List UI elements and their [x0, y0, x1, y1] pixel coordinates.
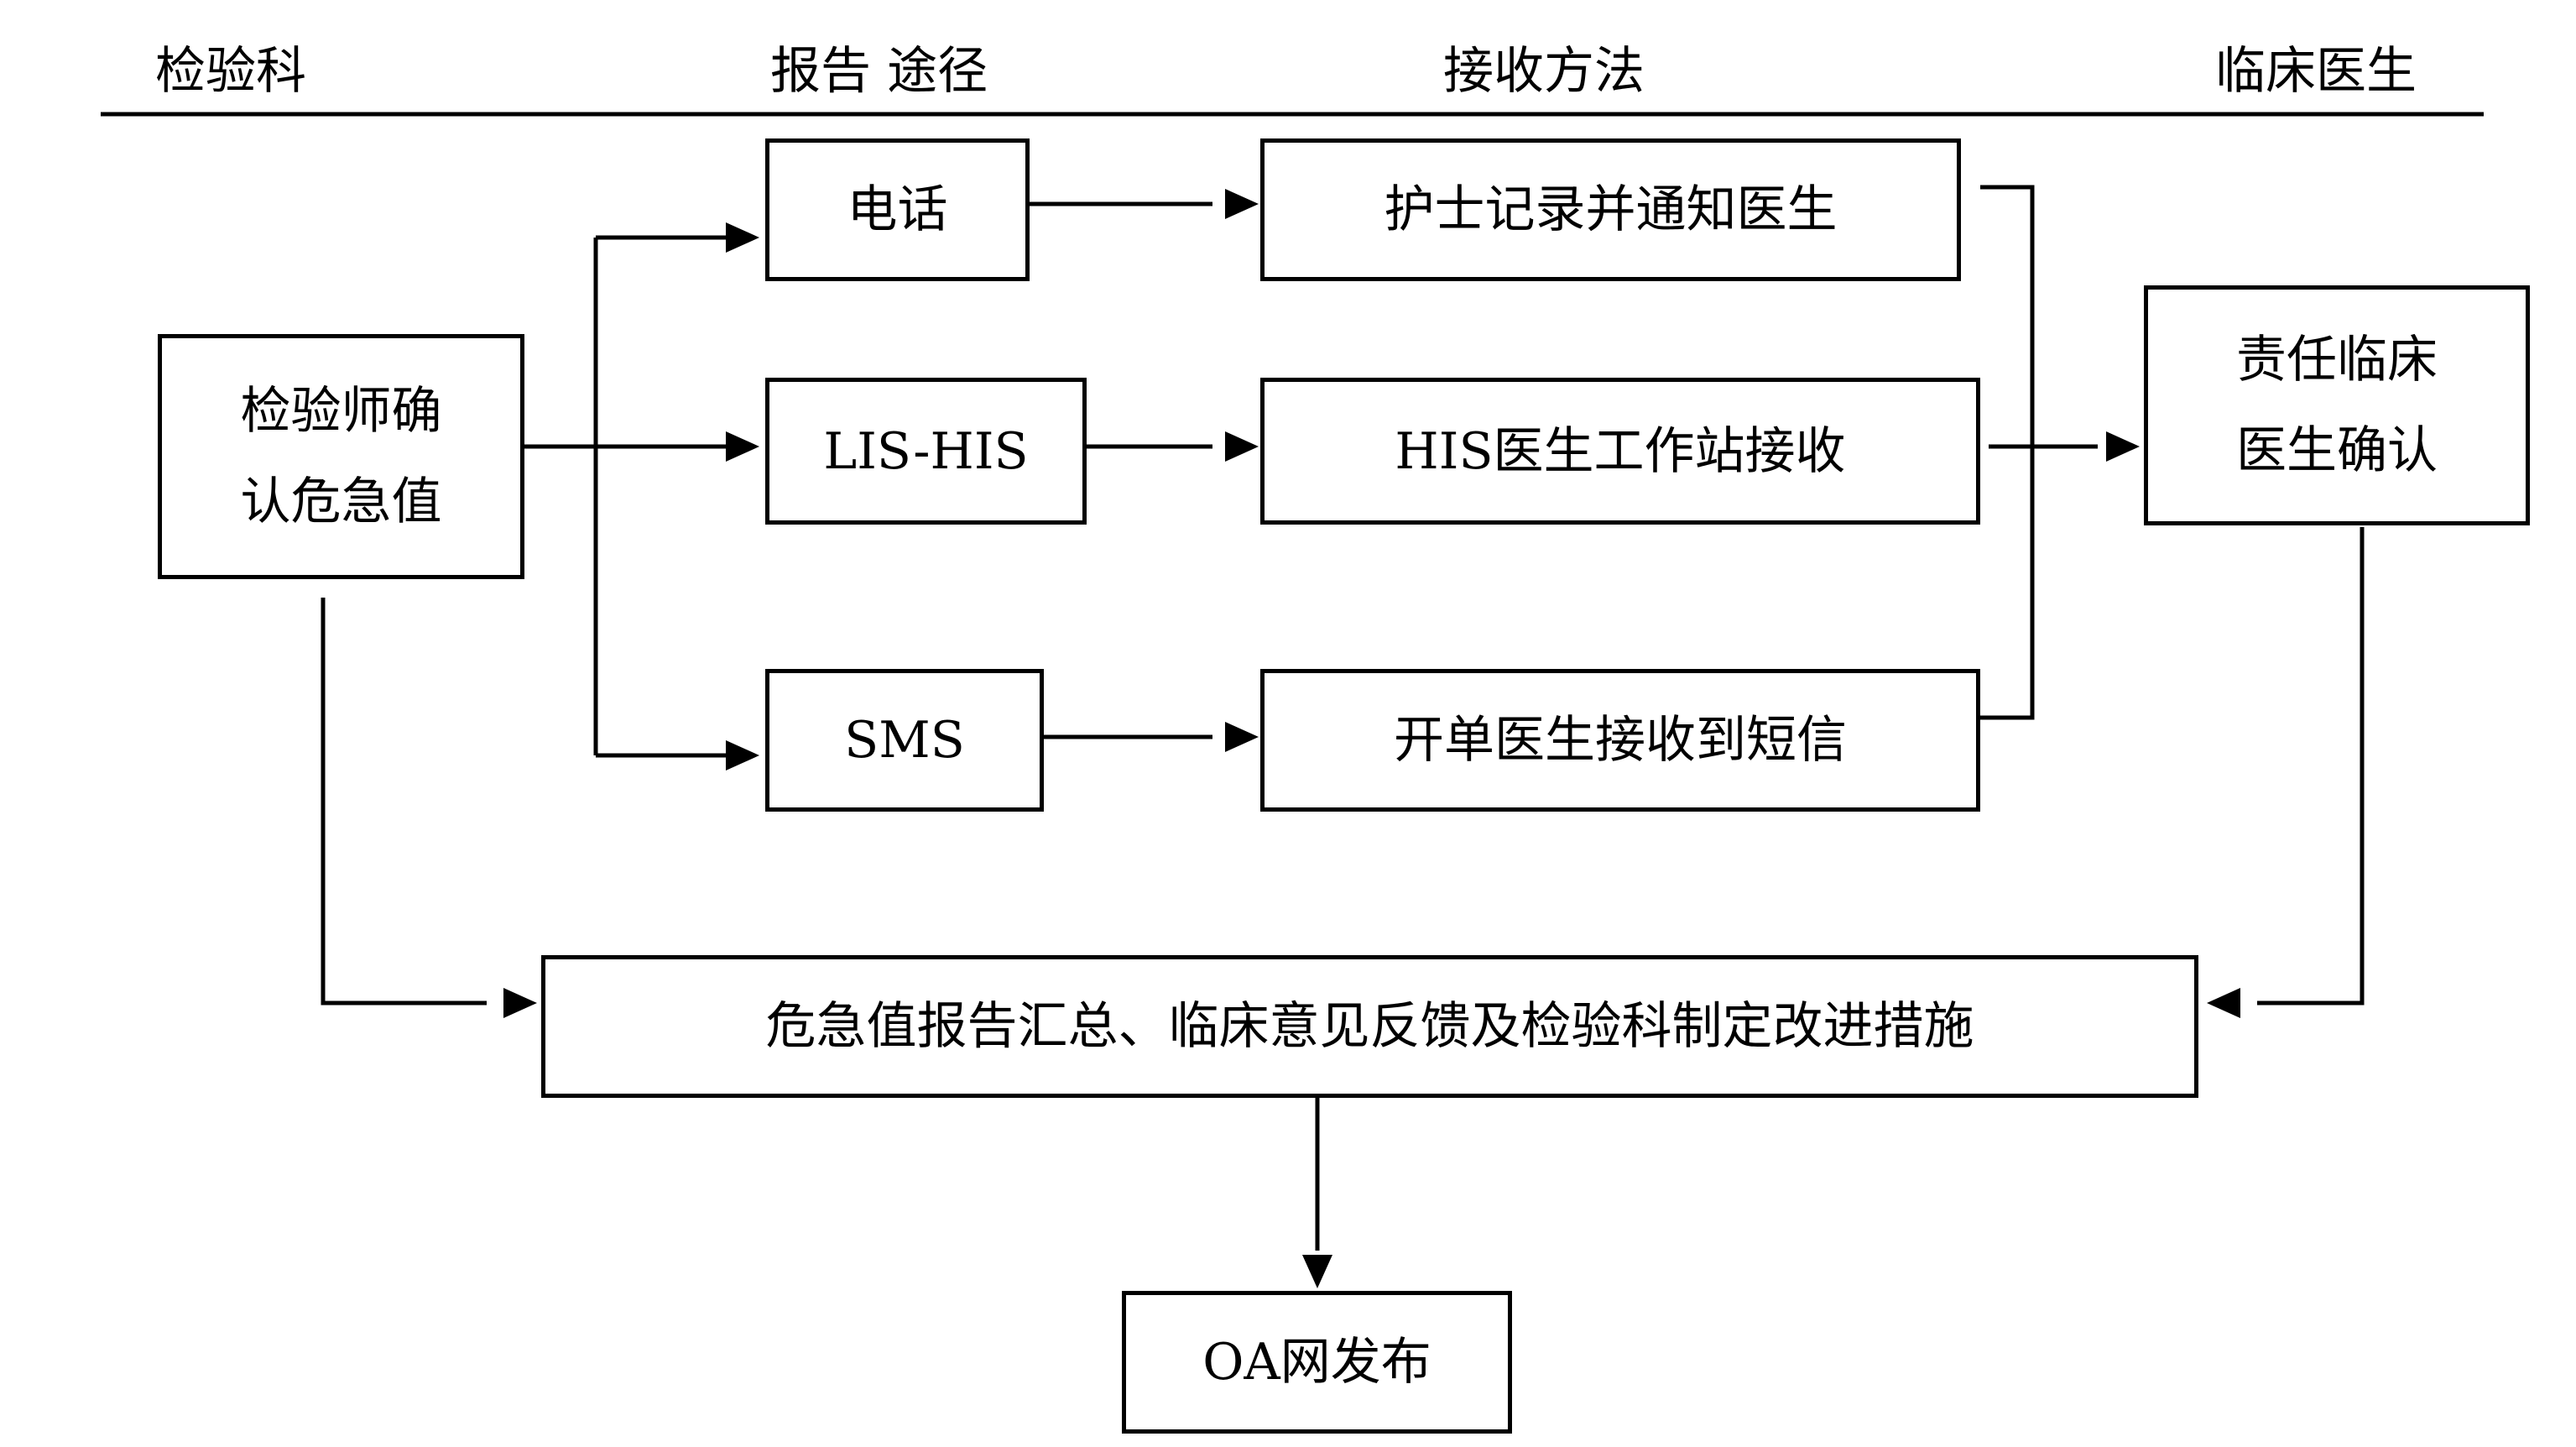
- node-responsible-confirm: 责任临床 医生确认: [2144, 285, 2530, 525]
- arrowhead-oa: [1302, 1255, 1332, 1288]
- connector-nurse-merge: [1980, 185, 2035, 720]
- header-lab: 检验科: [155, 42, 306, 101]
- arrowhead-sms-receive: [1225, 722, 1259, 752]
- arrowhead-phone: [726, 222, 759, 253]
- arrowhead-nurse: [1225, 189, 1259, 219]
- node-lis-his: LIS-HIS: [765, 378, 1087, 525]
- arrowhead-responsible: [2106, 431, 2140, 462]
- arrowhead-lis-his: [726, 431, 759, 462]
- node-nurse-record: 护士记录并通知医生: [1260, 138, 1961, 281]
- connector-responsible-to-summary: [2257, 527, 2365, 1006]
- arrowhead-summary-left: [503, 988, 537, 1018]
- node-sms-receive: 开单医生接收到短信: [1260, 669, 1980, 812]
- node-confirm: 检验师确 认危急值: [158, 334, 524, 579]
- node-oa-publish: OA网发布: [1122, 1291, 1512, 1434]
- header-clinician: 临床医生: [2215, 42, 2417, 101]
- node-his-station: HIS医生工作站接收: [1260, 378, 1980, 525]
- header-channel: 报告 途径: [770, 42, 988, 101]
- node-summary: 危急值报告汇总、临床意见反馈及检验科制定改进措施: [541, 955, 2198, 1098]
- arrowhead-station: [1225, 431, 1259, 462]
- arrowhead-sms: [726, 740, 759, 771]
- header-method: 接收方法: [1443, 42, 1645, 101]
- node-sms: SMS: [765, 669, 1044, 812]
- connector-confirm-to-summary: [321, 598, 487, 1006]
- arrowhead-summary-right: [2207, 988, 2240, 1018]
- node-phone: 电话: [765, 138, 1030, 281]
